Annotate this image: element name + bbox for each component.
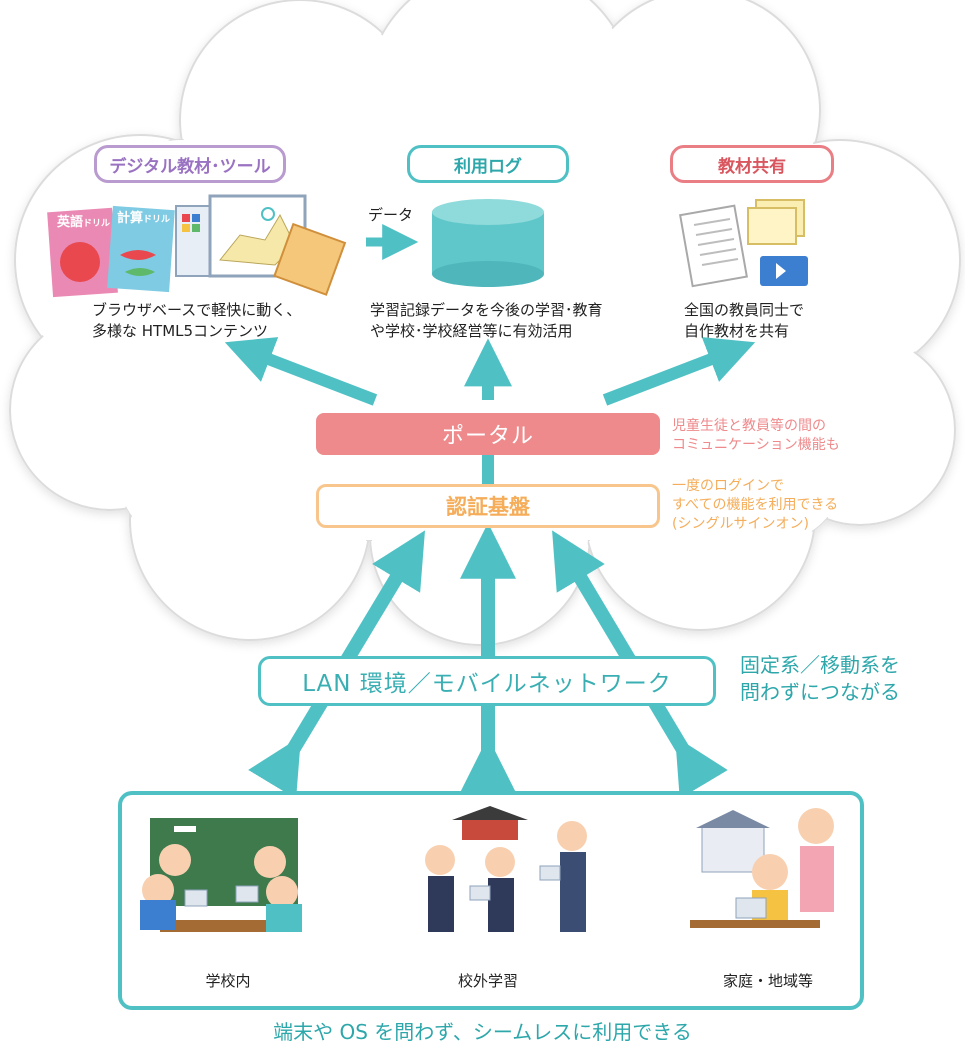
auth-platform-box: 認証基盤 <box>316 484 660 528</box>
category-usage-log: 利用ログ <box>407 145 569 183</box>
digital-description: ブラウザベースで軽快に動く、 多様な HTML5コンテンツ <box>92 301 302 340</box>
data-arrow-label: データ <box>368 206 414 224</box>
drill-books-illustration <box>47 205 175 298</box>
network-note: 固定系／移動系を 問わずにつながる <box>740 653 900 704</box>
network-box: LAN 環境／モバイルネットワーク <box>258 656 716 706</box>
arrow-school <box>248 530 425 799</box>
tablet-map-illustration <box>175 194 347 296</box>
portal-note: 児童生徒と教員等の間の コミュニケーション機能も <box>672 418 840 453</box>
portal-box: ポータル <box>316 413 660 455</box>
documents-illustration <box>679 199 808 288</box>
arrow-to-share <box>602 337 756 406</box>
arrow-to-digital <box>224 337 378 406</box>
classroom-illustration <box>140 818 302 932</box>
book-label-english: 英語ドリル <box>57 215 111 230</box>
arrow-home <box>552 530 728 799</box>
database-illustration <box>432 199 544 287</box>
footer-caption: 端末や OS を問わず、シームレスに利用できる <box>273 1020 692 1044</box>
home-illustration <box>690 808 834 928</box>
share-description: 全国の教員同士で 自作教材を共有 <box>684 301 805 340</box>
category-material-sharing: 教材共有 <box>670 145 834 183</box>
scene-label-home: 家庭・地域等 <box>722 972 813 990</box>
scene-label-school: 学校内 <box>205 972 251 990</box>
scene-label-field-trip: 校外学習 <box>457 972 518 990</box>
category-digital-materials: デジタル教材･ツール <box>94 145 286 183</box>
log-description: 学習記録データを今後の学習･教育 や学校･学校経営等に有効活用 <box>370 301 603 340</box>
auth-note: 一度のログインで すべての機能を利用できる (シングルサインオン) <box>672 478 839 532</box>
field-trip-illustration <box>425 806 587 932</box>
book-label-calc: 計算ドリル <box>117 211 171 226</box>
